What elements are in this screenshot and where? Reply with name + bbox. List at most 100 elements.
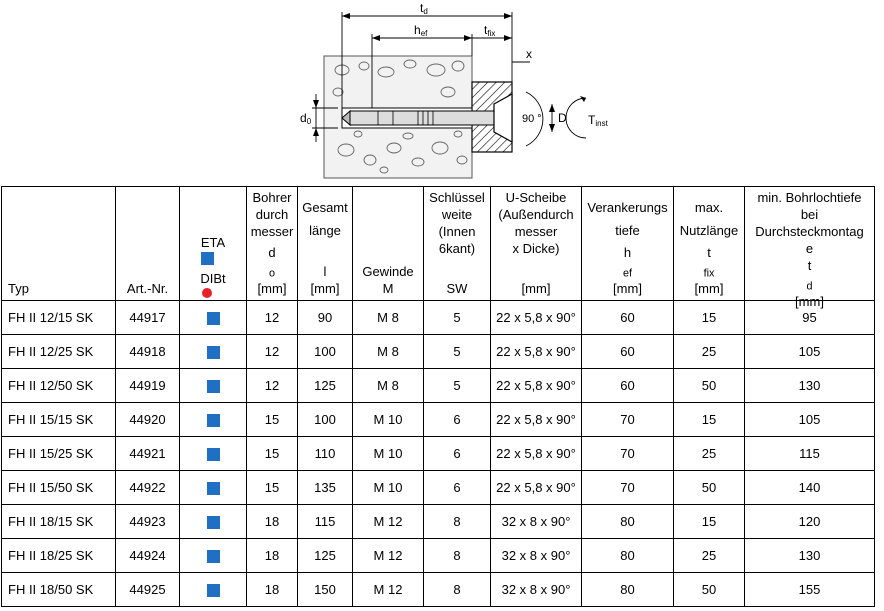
cell-td: 130: [744, 538, 875, 573]
cell-scheibe: 22 x 5,8 x 90°: [490, 368, 582, 403]
cell-hef: 60: [581, 334, 674, 369]
dibt-label: DIBt: [200, 271, 226, 298]
cell-art: 44920: [115, 402, 180, 437]
col-approval: ETA DIBt: [179, 186, 247, 301]
cell-typ: FH II 12/50 SK: [1, 368, 116, 403]
eta-square-icon: [206, 346, 220, 360]
eta-label: ETA: [200, 235, 225, 266]
cell-hef: 70: [581, 436, 674, 471]
cell-hef: 70: [581, 402, 674, 437]
cell-art: 44924: [115, 538, 180, 573]
cell-art: 44925: [115, 572, 180, 607]
dibt-dot-icon: [202, 288, 213, 298]
cell-td: 120: [744, 504, 875, 539]
cell-m: M 8: [352, 334, 424, 369]
cell-tfix: 25: [673, 436, 745, 471]
cell-scheibe: 32 x 8 x 90°: [490, 572, 582, 607]
cell-td: 140: [744, 470, 875, 505]
cell-scheibe: 22 x 5,8 x 90°: [490, 300, 582, 335]
cell-sw: 5: [423, 300, 491, 335]
cell-td: 105: [744, 334, 875, 369]
cell-sw: 5: [423, 334, 491, 369]
cell-art: 44922: [115, 470, 180, 505]
anchor-installation-drawing: td hef tfix x d0 90 ° D Tinst: [300, 1, 609, 179]
eta-cell: [179, 300, 247, 335]
anchor-bolt: [349, 110, 513, 126]
cell-tfix: 50: [673, 368, 745, 403]
col-art: Art.-Nr.: [115, 186, 180, 301]
cell-sw: 8: [423, 504, 491, 539]
cell-hef: 80: [581, 538, 674, 573]
cell-typ: FH II 15/15 SK: [1, 402, 116, 437]
col-typ: Typ: [1, 186, 116, 301]
cell-art: 44917: [115, 300, 180, 335]
cell-tfix: 25: [673, 538, 745, 573]
cell-d: 15: [246, 402, 298, 437]
cell-art: 44923: [115, 504, 180, 539]
eta-cell: [179, 436, 247, 471]
cell-d: 12: [246, 334, 298, 369]
cell-scheibe: 22 x 5,8 x 90°: [490, 436, 582, 471]
cell-hef: 80: [581, 572, 674, 607]
cell-td: 105: [744, 402, 875, 437]
cell-sw: 8: [423, 538, 491, 573]
cell-l: 135: [297, 470, 353, 505]
cell-l: 115: [297, 504, 353, 539]
cell-d: 18: [246, 572, 298, 607]
cell-tfix: 15: [673, 504, 745, 539]
cell-sw: 8: [423, 572, 491, 607]
eta-cell: [179, 572, 247, 607]
cell-td: 115: [744, 436, 875, 471]
cell-sw: 6: [423, 470, 491, 505]
label-tfix: tfix: [484, 23, 495, 38]
cell-l: 110: [297, 436, 353, 471]
cell-l: 100: [297, 334, 353, 369]
cell-scheibe: 22 x 5,8 x 90°: [490, 470, 582, 505]
cell-hef: 70: [581, 470, 674, 505]
eta-square-icon: [206, 448, 220, 462]
cell-typ: FH II 15/50 SK: [1, 470, 116, 505]
cell-tfix: 50: [673, 470, 745, 505]
cell-td: 155: [744, 572, 875, 607]
cell-hef: 60: [581, 300, 674, 335]
cell-tfix: 25: [673, 334, 745, 369]
eta-square-icon: [200, 252, 214, 266]
label-do: d0: [300, 111, 312, 126]
cell-art: 44921: [115, 436, 180, 471]
cell-d: 15: [246, 470, 298, 505]
eta-square-icon: [206, 312, 220, 326]
cell-l: 125: [297, 368, 353, 403]
label-x: x: [526, 47, 532, 61]
eta-cell: [179, 504, 247, 539]
cell-m: M 12: [352, 504, 424, 539]
cell-typ: FH II 15/25 SK: [1, 436, 116, 471]
cell-d: 12: [246, 300, 298, 335]
eta-square-icon: [206, 584, 220, 598]
eta-square-icon: [206, 380, 220, 394]
cell-l: 150: [297, 572, 353, 607]
cell-sw: 6: [423, 402, 491, 437]
eta-square-icon: [206, 550, 220, 564]
cell-l: 100: [297, 402, 353, 437]
cell-scheibe: 22 x 5,8 x 90°: [490, 402, 582, 437]
label-tinst: Tinst: [588, 113, 609, 128]
eta-cell: [179, 538, 247, 573]
cell-m: M 10: [352, 436, 424, 471]
cell-typ: FH II 12/15 SK: [1, 300, 116, 335]
cell-art: 44919: [115, 368, 180, 403]
cell-tfix: 15: [673, 402, 745, 437]
